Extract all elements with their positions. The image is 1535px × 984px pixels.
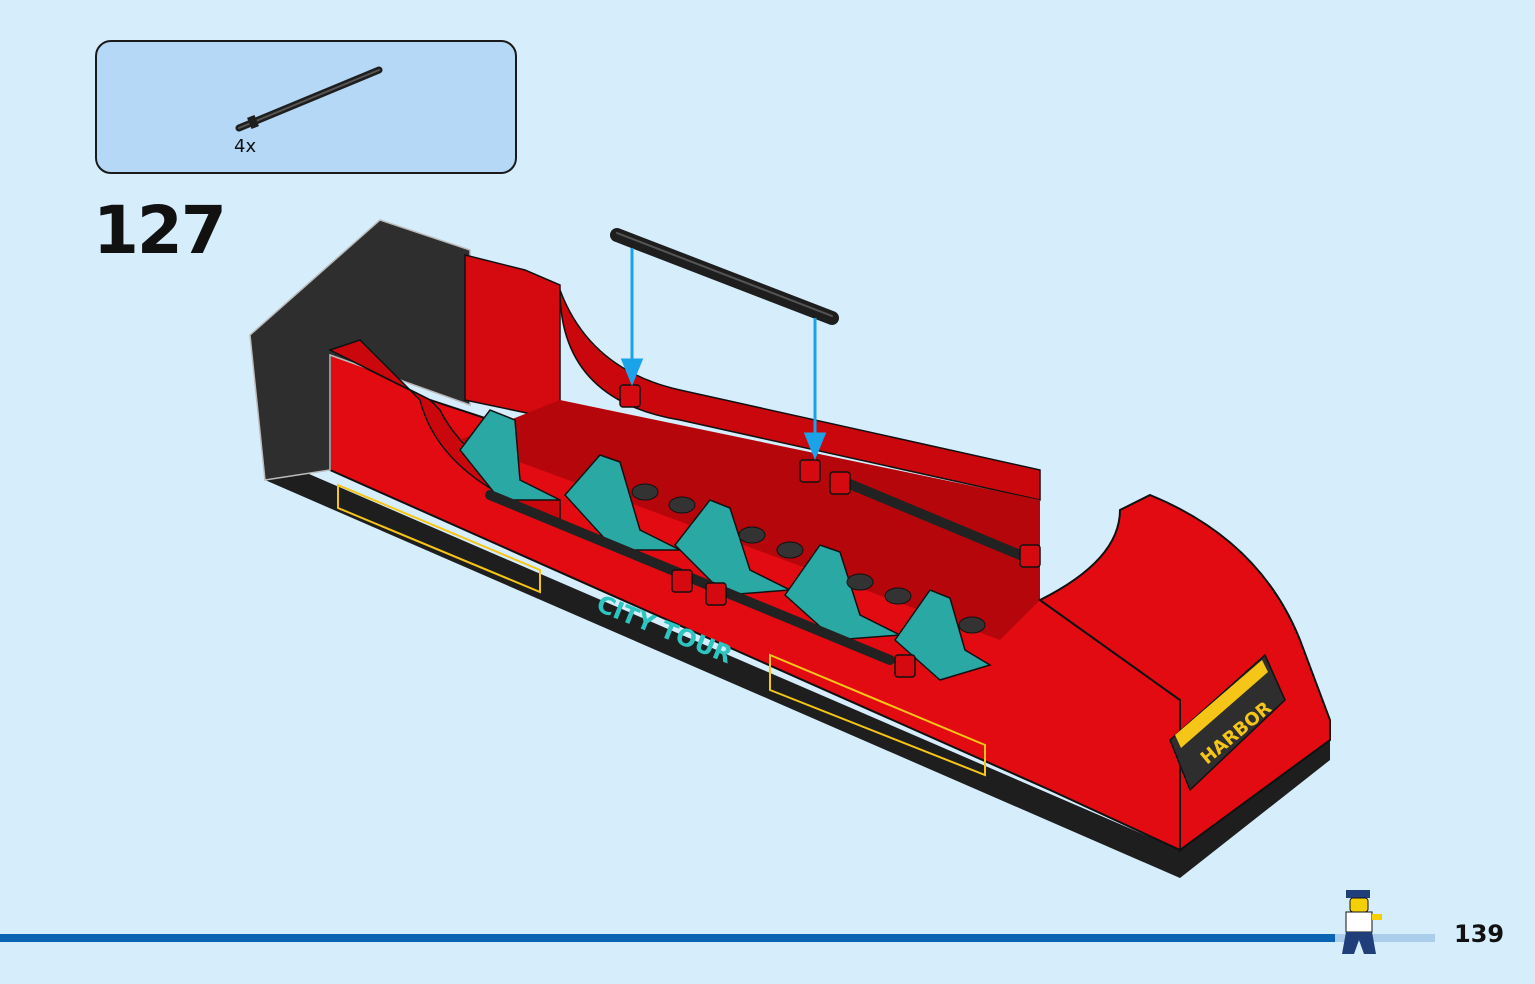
- clip: [799, 459, 821, 483]
- minifigure-mascot-icon: [1342, 890, 1382, 954]
- stud: [846, 573, 874, 591]
- torso: [1345, 911, 1373, 933]
- side-rail: [835, 475, 1025, 560]
- bus-back-wall: [464, 254, 561, 421]
- cap: [1346, 890, 1370, 898]
- skyline-decal: [337, 483, 541, 594]
- seats: [459, 409, 992, 681]
- progress-bar-fill: [0, 934, 1335, 942]
- parts-callout: 4x: [95, 40, 517, 174]
- part-quantity: 4x: [234, 136, 257, 157]
- seat: [894, 589, 992, 681]
- stud: [738, 526, 766, 544]
- stud: [884, 587, 912, 605]
- bus-chassis: [265, 455, 1330, 878]
- arrow-head: [803, 432, 827, 460]
- harbor-sign-stripe: [1175, 660, 1268, 748]
- placement-arrows: [620, 248, 827, 460]
- arrow-head: [620, 358, 644, 386]
- legs: [1342, 932, 1376, 954]
- step-number: 127: [93, 192, 227, 269]
- page-number: 139: [1454, 920, 1505, 948]
- clip: [894, 654, 916, 678]
- black-bar-part-icon: [235, 66, 383, 132]
- hand: [1372, 914, 1382, 920]
- head: [1349, 897, 1369, 913]
- clip: [705, 582, 727, 606]
- clip: [1019, 544, 1041, 568]
- stud: [958, 616, 986, 634]
- floor-studs: [631, 483, 986, 634]
- bus-front-end: [1038, 493, 1331, 852]
- new-black-bar-highlight: [616, 232, 833, 317]
- stud: [668, 496, 696, 514]
- harbor-sign-panel: [1169, 653, 1286, 792]
- progress-bar: [0, 934, 1435, 942]
- clip: [829, 471, 851, 495]
- clip: [671, 569, 693, 593]
- new-black-bar: [610, 228, 839, 325]
- stud: [631, 483, 659, 501]
- skyline-decal: [769, 653, 986, 777]
- clip: [619, 384, 641, 408]
- clips: [619, 384, 1041, 678]
- stud: [776, 541, 804, 559]
